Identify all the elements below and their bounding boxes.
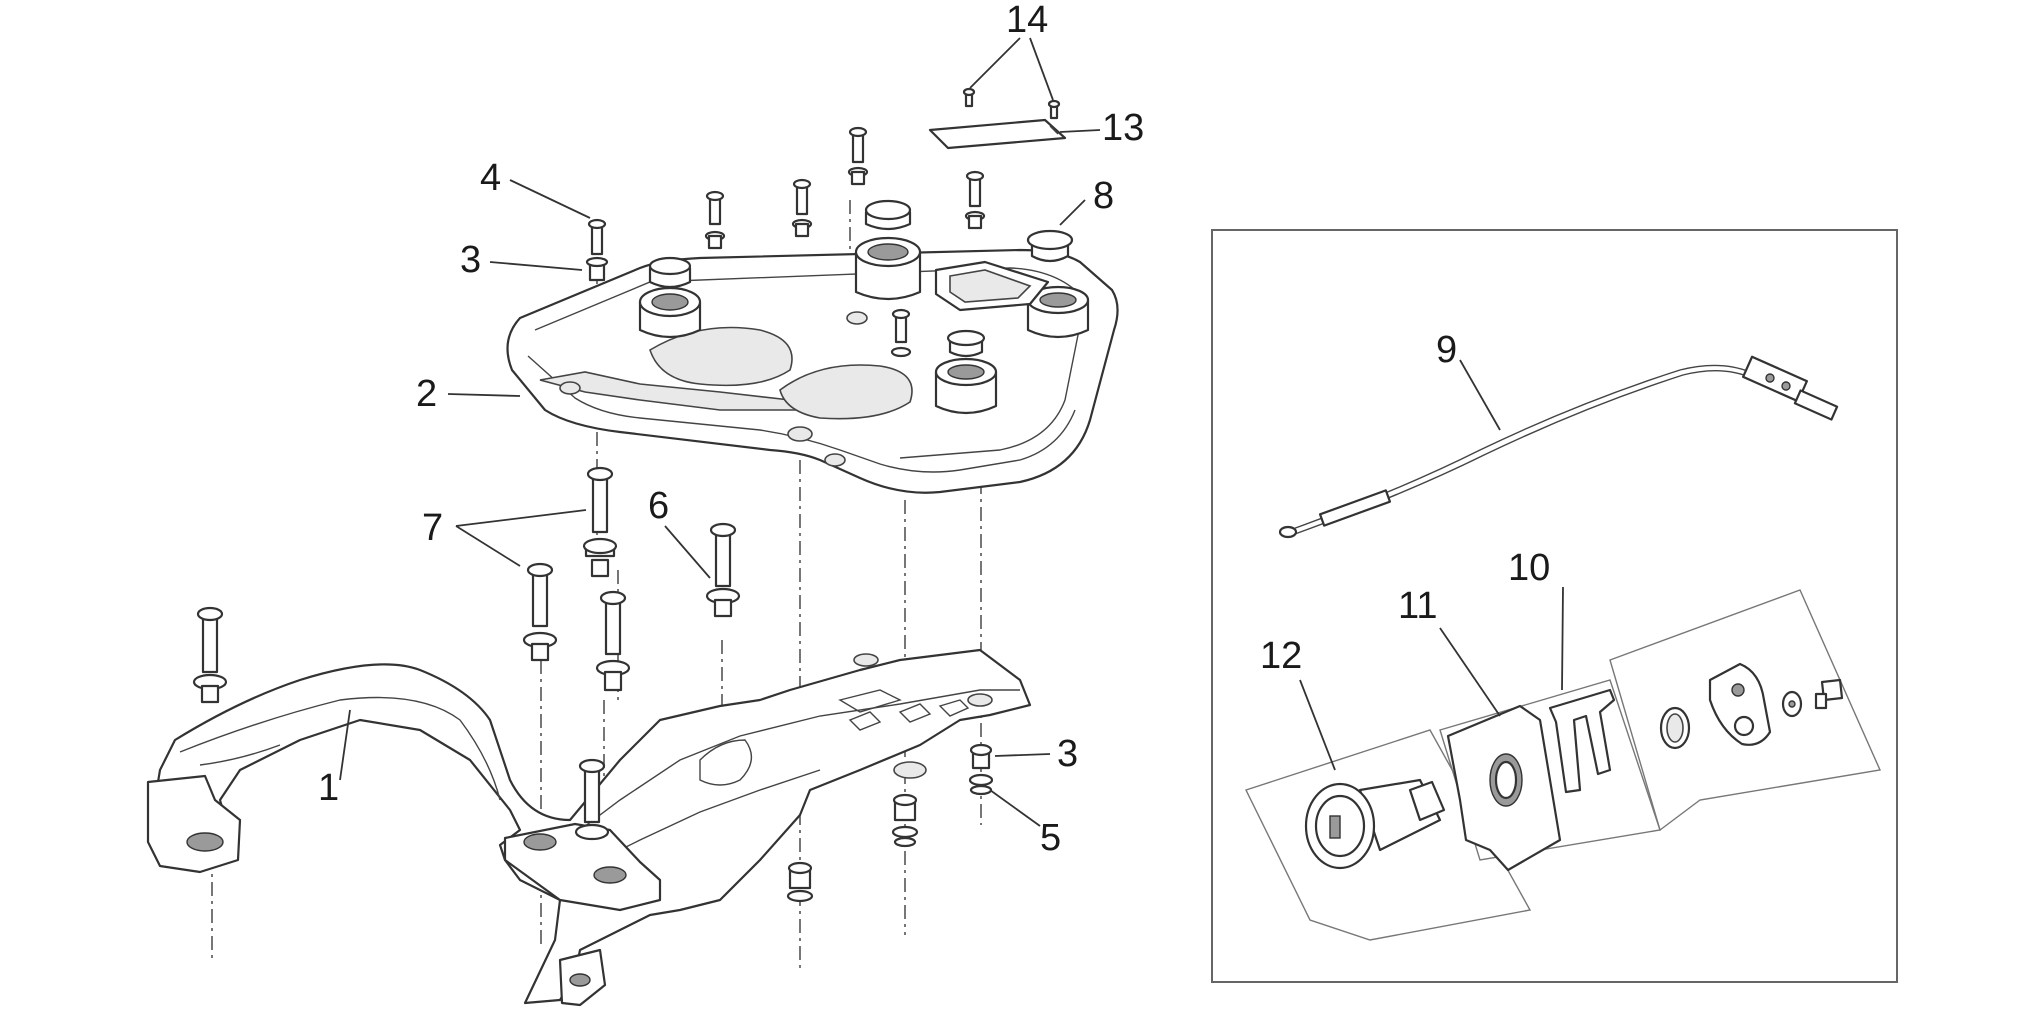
callout-3-top: 3 (460, 239, 481, 281)
callout-10: 10 (1508, 547, 1550, 589)
callout-8: 8 (1093, 175, 1114, 217)
callout-14: 14 (1006, 0, 1048, 41)
callout-3-right: 3 (1057, 733, 1078, 775)
part-2-base-plate (506, 236, 1119, 494)
callout-2: 2 (416, 373, 437, 415)
part-13-cover (928, 87, 1067, 150)
callout-12: 12 (1260, 635, 1302, 677)
callout-13: 13 (1102, 107, 1144, 149)
lock-assembly-box (1211, 229, 1898, 983)
callout-7: 7 (422, 507, 443, 549)
leader-lines (339, 37, 1101, 827)
callout-4: 4 (480, 157, 501, 199)
callout-9: 9 (1436, 329, 1457, 371)
callout-labels: 1 2 3 3 4 5 6 7 8 9 10 11 12 13 14 (318, 0, 1550, 859)
callout-5: 5 (1040, 817, 1061, 859)
fasteners (192, 126, 1074, 903)
callout-1: 1 (318, 767, 339, 809)
callout-6: 6 (648, 485, 669, 527)
callout-11: 11 (1398, 585, 1437, 627)
